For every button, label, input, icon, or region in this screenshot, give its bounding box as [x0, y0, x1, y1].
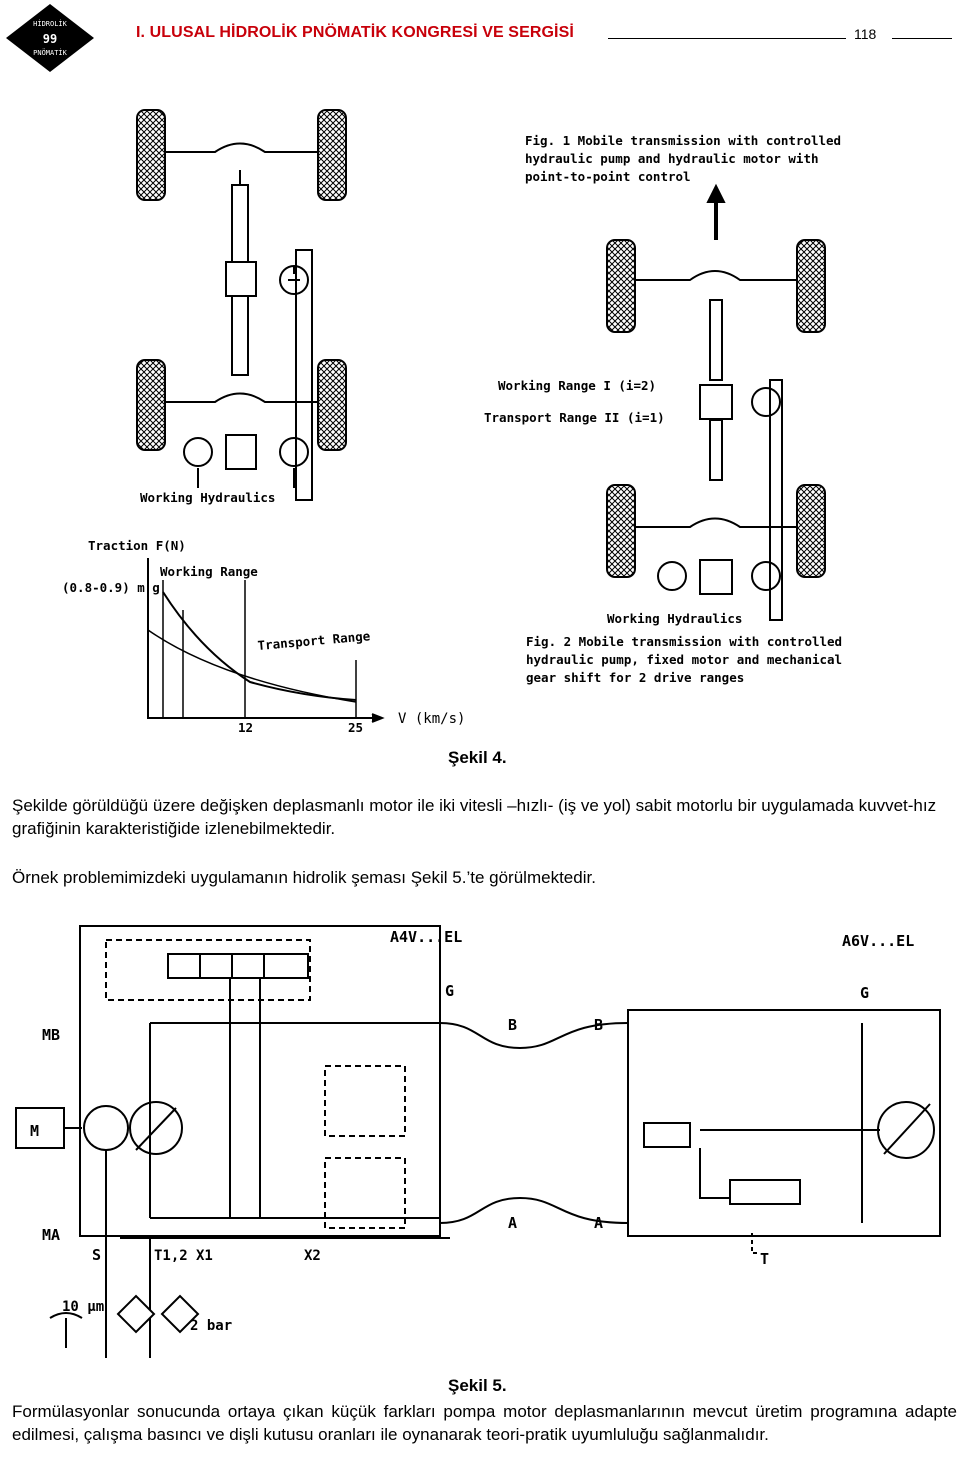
fig1-caption-line2: hydraulic pump and hydraulic motor with: [525, 151, 819, 166]
label-2bar: 2 bar: [190, 1318, 232, 1334]
label-a-right: A: [594, 1214, 603, 1232]
figure-4-drawing: Fig. 1 Mobile transmission with controll…: [62, 109, 842, 735]
traction-velocity-graph: [147, 558, 385, 723]
graph-transport-range: Transport Range: [257, 628, 371, 653]
fig2-caption-line3: gear shift for 2 drive ranges: [526, 670, 744, 685]
label-s: S: [92, 1246, 101, 1264]
graph-ymark: (0.8-0.9) m g: [62, 580, 160, 595]
figure-5-hydraulic-schematic: A4V...EL A6V...EL G G B B A A MB MA M S …: [15, 925, 941, 1358]
graph-xtick-12: 12: [238, 720, 253, 735]
label-b-right: B: [594, 1016, 603, 1034]
header-rule-left: [608, 38, 846, 39]
working-hydraulics-label-1: Working Hydraulics: [140, 490, 275, 505]
vehicle-2-chassis: [606, 239, 826, 621]
paragraph-3: Formülasyonlar sonucunda ortaya çıkan kü…: [12, 1402, 957, 1444]
paragraph-2: Örnek problemimizdeki uygulamanın hidrol…: [12, 868, 596, 887]
figure-4-caption: Şekil 4.: [448, 748, 507, 767]
label-filter: 10 µm: [62, 1299, 104, 1315]
logo-text-bottom: PNÖMATİK: [33, 48, 68, 57]
label-ma: MA: [42, 1226, 60, 1244]
figure-5-caption: Şekil 5.: [448, 1376, 507, 1395]
graph-ylabel: Traction F(N): [88, 538, 186, 553]
label-a-left: A: [508, 1214, 517, 1232]
pump-frame: [79, 925, 441, 1237]
graph-xtick-25: 25: [348, 720, 363, 735]
vehicle-1-chassis: [136, 109, 347, 501]
page-number: 118: [854, 26, 877, 42]
label-x1: X1: [196, 1248, 213, 1264]
label-a4v: A4V...EL: [390, 928, 462, 946]
fig2-caption-line2: hydraulic pump, fixed motor and mechanic…: [526, 652, 842, 667]
label-g-right: G: [860, 984, 869, 1002]
working-range-label: Working Range I (i=2): [498, 378, 656, 393]
label-t-right: T: [760, 1250, 769, 1268]
transport-range-label: Transport Range II (i=1): [484, 410, 665, 425]
label-b-left: B: [508, 1016, 517, 1034]
label-motor: M: [30, 1122, 39, 1140]
label-mb: MB: [42, 1026, 60, 1044]
graph-xlabel: V (km/s): [398, 711, 465, 727]
logo-text-mid: 99: [43, 32, 57, 46]
fig1-caption-line1: Fig. 1 Mobile transmission with controll…: [525, 133, 841, 148]
graph-working-range: Working Range: [160, 564, 258, 579]
fig2-caption-line1: Fig. 2 Mobile transmission with controll…: [526, 634, 842, 649]
label-g-left: G: [445, 982, 454, 1000]
paragraph-1: Şekilde görüldüğü üzere değişken deplasm…: [12, 796, 937, 838]
label-t12: T1,2: [154, 1248, 188, 1264]
fig1-caption-line3: point-to-point control: [525, 169, 691, 184]
logo-text-top: HİDROLİK: [33, 19, 68, 28]
congress-title: I. ULUSAL HİDROLİK PNÖMATİK KONGRESİ VE …: [136, 24, 574, 41]
label-x2: X2: [304, 1248, 321, 1264]
working-hydraulics-label-2: Working Hydraulics: [607, 611, 742, 626]
header-rule-right: [892, 38, 952, 39]
congress-logo: HİDROLİK 99 PNÖMATİK: [6, 4, 94, 72]
label-a6v: A6V...EL: [842, 932, 914, 950]
